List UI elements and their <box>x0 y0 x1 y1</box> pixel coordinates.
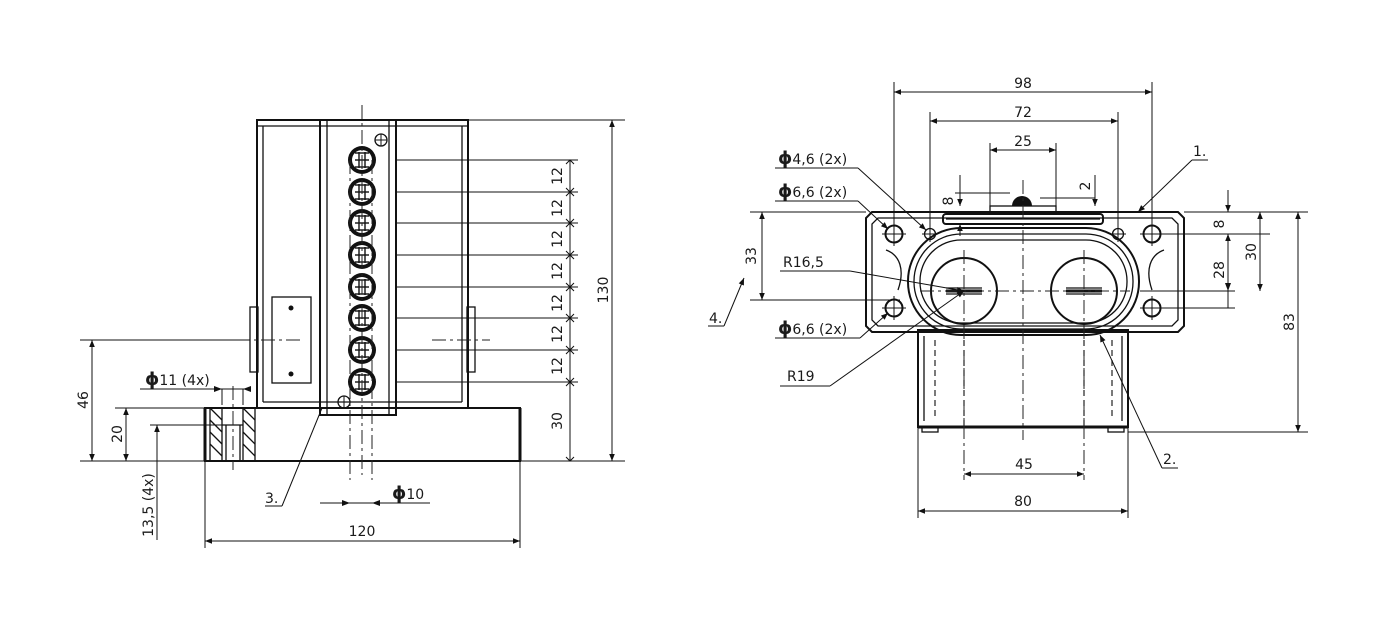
right-view: 98 72 25 8 2 33 83 8 30 28 45 <box>708 76 1308 518</box>
callout-4: 4. <box>709 311 722 327</box>
dim-bottom-30: 30 <box>550 412 566 430</box>
callout-3: 3. <box>265 491 278 507</box>
dim-right-8: 8 <box>1212 220 1228 229</box>
diameter-symbol: ϕ <box>392 483 406 504</box>
dim-top-2: 2 <box>1078 182 1094 191</box>
left-view: 130 12 12 12 12 12 12 12 30 46 20 13,5 (… <box>76 105 625 548</box>
dim-33: 33 <box>744 247 760 265</box>
radius-a-label: R16,5 <box>783 255 824 271</box>
dim-pitch-1: 12 <box>550 167 566 185</box>
dim-120: 120 <box>349 524 376 540</box>
diameter-symbol: ϕ <box>145 369 159 390</box>
hole-b-label: ϕ6,6 (2x) <box>778 181 847 202</box>
diameter-symbol: ϕ <box>778 318 792 339</box>
dim-25: 25 <box>1014 134 1032 150</box>
hole-a-value: 4,6 (2x) <box>792 152 847 168</box>
dim-80: 80 <box>1014 494 1032 510</box>
hole-dia-label: ϕ11 (4x) <box>145 369 210 390</box>
radius-b-label: R19 <box>787 369 815 385</box>
extension-lines <box>80 119 625 548</box>
callout-2: 2. <box>1163 452 1176 468</box>
dim-72: 72 <box>1014 105 1032 121</box>
hole-c-value: 6,6 (2x) <box>792 322 847 338</box>
dim-98: 98 <box>1014 76 1032 92</box>
dim-130: 130 <box>596 277 612 304</box>
dim-right-28: 28 <box>1212 261 1228 279</box>
dim-83: 83 <box>1282 313 1298 331</box>
pitch-ticks <box>565 159 575 462</box>
dim-pitch-4: 12 <box>550 262 566 280</box>
diameter-symbol: ϕ <box>778 181 792 202</box>
dim-20: 20 <box>110 425 126 443</box>
pin-dia-label: ϕ10 <box>392 483 424 504</box>
dim-46: 46 <box>76 391 92 409</box>
callout-1: 1. <box>1193 144 1206 160</box>
dim-45: 45 <box>1015 457 1033 473</box>
dim-pitch-7: 12 <box>550 357 566 375</box>
hole-dia-value: 11 (4x) <box>159 373 209 389</box>
dim-pitch-6: 12 <box>550 325 566 343</box>
hole-a-label: ϕ4,6 (2x) <box>778 148 847 169</box>
pin-dia-value: 10 <box>406 487 424 503</box>
flange-plate <box>865 211 1185 333</box>
dim-top-8: 8 <box>941 197 957 206</box>
dim-right-30: 30 <box>1244 243 1260 261</box>
hole-c-label: ϕ6,6 (2x) <box>778 318 847 339</box>
dim-pitch-2: 12 <box>550 199 566 217</box>
diameter-symbol: ϕ <box>778 148 792 169</box>
dim-13-5: 13,5 (4x) <box>141 473 157 537</box>
dim-pitch-3: 12 <box>550 230 566 248</box>
dim-pitch-5: 12 <box>550 294 566 312</box>
hole-b-value: 6,6 (2x) <box>792 185 847 201</box>
